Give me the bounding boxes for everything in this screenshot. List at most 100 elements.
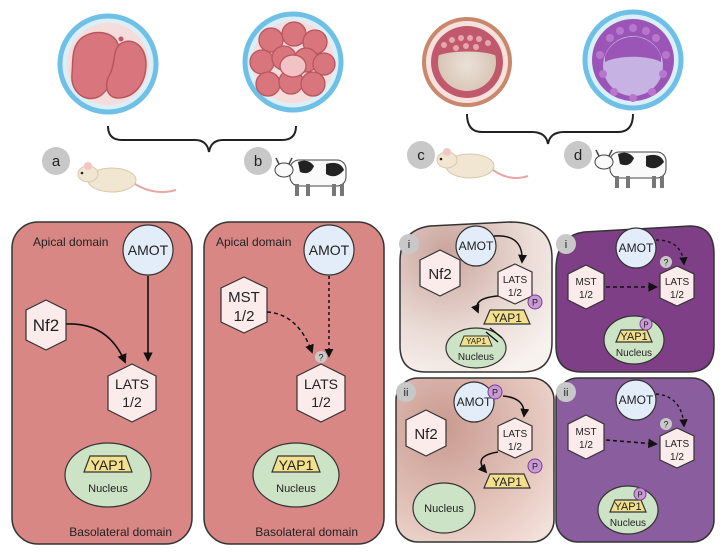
cow-blastocyst-illustration <box>582 9 684 111</box>
panel-c-ii-lats-line1: LATS <box>503 429 528 440</box>
panel-a-cell: Apical domain Basolateral domain AMOT Nf… <box>11 221 193 545</box>
panel-d-i-phospho-badge <box>639 317 653 331</box>
panel-d-ii-question-badge <box>660 418 672 430</box>
panel-d-ii-lats-line1: LATS <box>665 439 690 450</box>
label-c: c <box>417 147 425 164</box>
panel-c-i-amot-node <box>455 225 497 267</box>
panel-b-mst-line1: MST <box>228 289 260 306</box>
two-cell-embryo-illustration <box>57 13 159 115</box>
panel-b-nucleus <box>252 442 340 508</box>
panel-a-nf2-label: Nf2 <box>33 316 59 335</box>
panel-d-i-mst-line2: 1/2 <box>579 290 593 301</box>
panel-c-ii-phospho-label: P <box>532 462 538 472</box>
cow-illustration-d <box>594 149 667 188</box>
panel-d-i-amot-to-lats-arrow <box>655 239 688 266</box>
panel-d-ii-mst-node <box>567 414 605 460</box>
panel-d-i-cell: i AMOT MST 1/2 LATS 1/2 ? YAP1 P Nucleus <box>555 225 715 373</box>
panel-a-amot-label: AMOT <box>128 242 169 258</box>
panel-c-i-phospho-label: P <box>532 298 538 308</box>
panel-c-i-nucleus <box>445 327 507 369</box>
panel-c-ii-amot-to-lats-arrow <box>502 395 530 418</box>
panel-c-i-yap1-label: YAP1 <box>492 311 522 325</box>
panel-c-ii-yap1-node <box>483 473 531 489</box>
panel-c-ii-lats-node <box>497 417 533 459</box>
panel-d-ii-yap1-label: YAP1 <box>614 501 641 513</box>
panel-c-ii-cell: ii AMOT P Nf2 LATS 1/2 YAP1 P Nucleus <box>395 377 555 543</box>
panel-b-apical-label: Apical domain <box>216 235 291 249</box>
panel-d-ii-mst-to-lats-arrow <box>605 438 658 449</box>
panel-c-ii-amot-phospho-badge <box>487 384 503 400</box>
panel-d-ii-lats-line2: 1/2 <box>670 452 684 463</box>
panel-b-cell: Apical domain Basolateral domain AMOT MS… <box>203 221 385 545</box>
panel-c-i-amot-to-lats-arrow <box>493 235 527 264</box>
panel-a-nf2-node <box>25 299 67 351</box>
panel-d-i-mst-line1: MST <box>575 277 596 288</box>
panel-a-apical-label: Apical domain <box>33 235 108 249</box>
panel-c-i-lats-line2: 1/2 <box>508 288 522 299</box>
panel-b-yap1-node <box>271 455 321 473</box>
panel-a-amot-node <box>122 224 174 276</box>
label-a: a <box>52 153 61 170</box>
panel-d-i-amot-label: AMOT <box>619 241 654 255</box>
panel-c-ii-lats-line2: 1/2 <box>508 442 522 453</box>
panel-d-i-question-label: ? <box>663 258 668 268</box>
panel-c-i-lats-line1: LATS <box>503 275 528 286</box>
panel-c-i-amot-label: AMOT <box>459 239 494 253</box>
panel-c-ii-nf2-label: Nf2 <box>414 426 437 443</box>
panel-a-yap1-label: YAP1 <box>91 457 126 473</box>
panel-b-lats-node <box>296 363 346 423</box>
panel-d-i-roman: i <box>565 239 567 251</box>
label-b: b <box>254 153 262 170</box>
panel-c-i-nf2-node <box>419 249 461 297</box>
panel-d-ii-roman: ii <box>564 387 569 399</box>
panel-a-lats-line2: 1/2 <box>122 394 142 410</box>
bracket-left <box>107 125 297 153</box>
panel-d-ii-phospho-badge <box>633 487 647 501</box>
panel-c-ii-nucleus-label: Nucleus <box>424 503 464 515</box>
panel-a-nf2-to-lats-arrow <box>65 323 127 364</box>
mouse-blastocyst-illustration <box>422 17 512 107</box>
panel-d-ii-cell: ii AMOT MST 1/2 LATS 1/2 ? YAP1 P Nucleu… <box>555 377 715 543</box>
panel-b-question-badge <box>315 351 327 363</box>
panel-d-i-lats-line1: LATS <box>665 277 690 288</box>
panel-c-i-lats-to-yap-arrow <box>471 295 499 314</box>
panel-a-basolateral-label: Basolateral domain <box>69 525 172 539</box>
panel-c-i-nf2-label: Nf2 <box>428 266 451 283</box>
panel-b-amot-label: AMOT <box>309 242 350 258</box>
panel-d-ii-mst-line2: 1/2 <box>579 440 593 451</box>
panel-a-nucleus <box>64 442 152 508</box>
panel-d-i-phospho-label: P <box>643 321 648 330</box>
panel-d-i-yap1-label: YAP1 <box>620 331 647 343</box>
panel-c-i-nuclear-yap1-label: YAP1 <box>466 337 486 346</box>
panel-c-ii-amot-phospho-label: P <box>492 388 498 398</box>
label-a-badge: a <box>42 147 70 175</box>
panel-c-i-roman: i <box>408 239 410 251</box>
panel-d-i-lats-line2: 1/2 <box>670 290 684 301</box>
panel-d-ii-nucleus-label: Nucleus <box>610 518 646 529</box>
label-b-badge: b <box>244 147 272 175</box>
panel-b-mst-line2: 1/2 <box>234 308 255 325</box>
morula-embryo-illustration <box>242 11 344 113</box>
panel-c-i-nuclear-exclusion-mark <box>485 327 503 343</box>
label-d: d <box>574 147 582 164</box>
panel-a-lats-line1: LATS <box>115 376 149 392</box>
panel-b-question-label: ? <box>318 353 323 363</box>
panel-d-i-lats-node <box>659 265 695 307</box>
panel-b-mst-node <box>220 276 268 334</box>
label-c-badge: c <box>407 141 435 169</box>
panel-d-ii-amot-label: AMOT <box>619 393 654 407</box>
panel-d-ii-mst-line1: MST <box>575 427 596 438</box>
panel-d-ii-phospho-label: P <box>637 491 642 500</box>
panel-c-ii-amot-node <box>453 381 495 423</box>
panel-c-ii-roman: ii <box>404 387 409 399</box>
panel-d-i-mst-node <box>567 264 605 310</box>
panel-c-ii-nucleus <box>412 482 476 534</box>
panel-c-ii-phospho-badge <box>527 458 543 474</box>
panel-a-yap1-node <box>83 455 133 473</box>
panel-b-amot-node <box>303 224 355 276</box>
panel-a-lats-node <box>107 363 157 423</box>
label-d-badge: d <box>564 141 592 169</box>
panel-b-nucleus-label: Nucleus <box>276 483 316 495</box>
panel-c-ii-yap1-label: YAP1 <box>492 475 522 489</box>
